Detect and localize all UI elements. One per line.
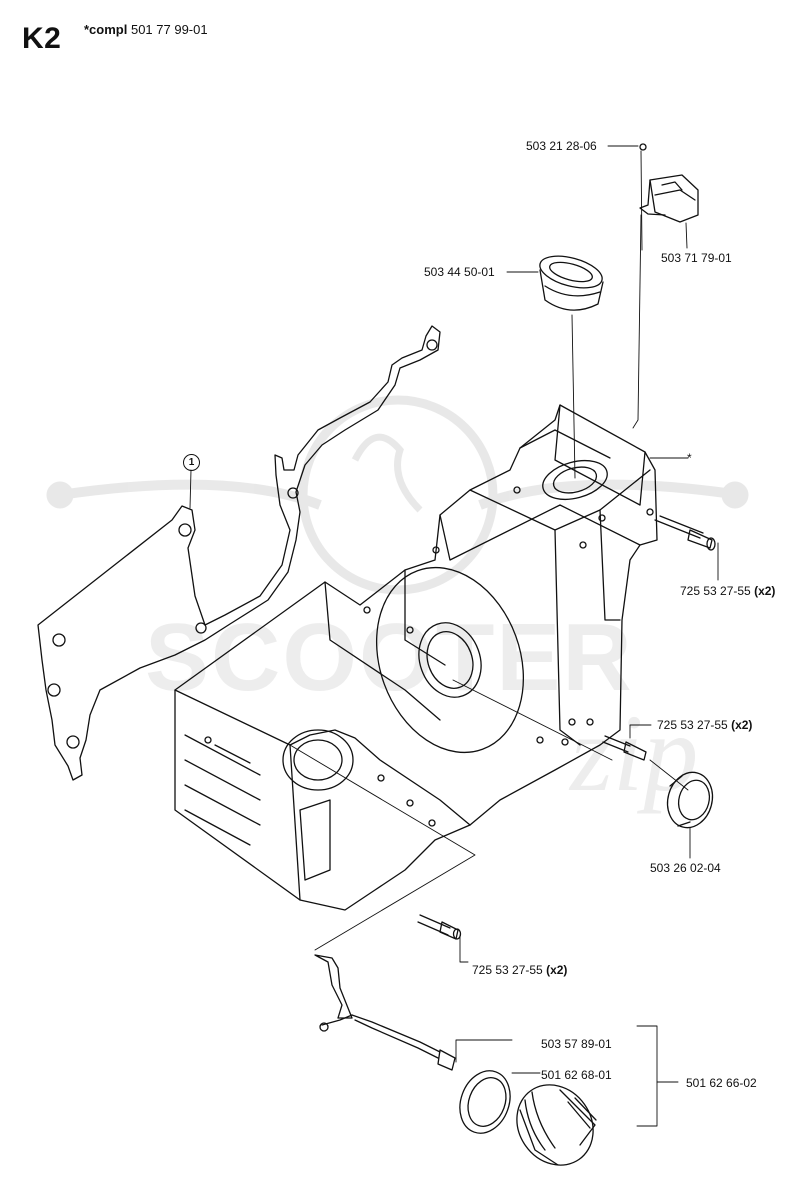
watermark-script: zip (568, 692, 698, 814)
part-number: 725 53 27-55 (657, 718, 728, 732)
part-label-501-62-68-01[interactable]: 501 62 68-01 (541, 1068, 612, 1082)
part-number: 503 26 02-04 (650, 861, 721, 875)
part-quantity: (x2) (546, 963, 568, 977)
part-quantity: (x2) (731, 718, 753, 732)
asterisk-marker: * (687, 451, 692, 465)
part-label-503-44-50-01[interactable]: 503 44 50-01 (424, 265, 495, 279)
part-number: 503 57 89-01 (541, 1037, 612, 1051)
leader-lines (189, 145, 719, 1127)
complete-assembly-number: *compl 501 77 99-01 (84, 22, 208, 37)
part-label-503-21-28-06[interactable]: 503 21 28-06 (526, 139, 597, 153)
part-number: 503 71 79-01 (661, 251, 732, 265)
part-label-725-53-27-55-middle[interactable]: 725 53 27-55 (x2) (657, 718, 752, 732)
screw-lower (417, 914, 462, 940)
oil-cap (516, 1084, 597, 1166)
part-label-503-26-02-04[interactable]: 503 26 02-04 (650, 861, 721, 875)
part-number: 725 53 27-55 (680, 584, 751, 598)
crankcase (174, 404, 658, 911)
part-label-725-53-27-55-lower[interactable]: 725 53 27-55 (x2) (472, 963, 567, 977)
gasket (37, 325, 441, 781)
part-number: 501 62 68-01 (541, 1068, 612, 1082)
part-number: 503 21 28-06 (526, 139, 597, 153)
compl-prefix: *compl (84, 22, 128, 37)
bracket (639, 143, 699, 223)
part-label-725-53-27-55-upper[interactable]: 725 53 27-55 (x2) (680, 584, 775, 598)
part-label-503-57-89-01[interactable]: 503 57 89-01 (541, 1037, 612, 1051)
diagram-code: K2 (22, 22, 62, 55)
part-label-501-62-66-02[interactable]: 501 62 66-02 (686, 1076, 757, 1090)
part-number: 503 44 50-01 (424, 265, 495, 279)
part-label-503-71-79-01[interactable]: 503 71 79-01 (661, 251, 732, 265)
part-number: 725 53 27-55 (472, 963, 543, 977)
o-ring (459, 1070, 511, 1134)
oil-pump-lever (314, 954, 456, 1071)
screw-middle (602, 735, 647, 761)
callout-reference-1: 1 (183, 454, 200, 471)
screw-upper (654, 515, 716, 551)
part-quantity: (x2) (754, 584, 776, 598)
part-number: 501 62 66-02 (686, 1076, 757, 1090)
compl-number: 501 77 99-01 (130, 22, 208, 37)
intake-boot (539, 255, 604, 311)
watermark-logo (46, 395, 749, 595)
